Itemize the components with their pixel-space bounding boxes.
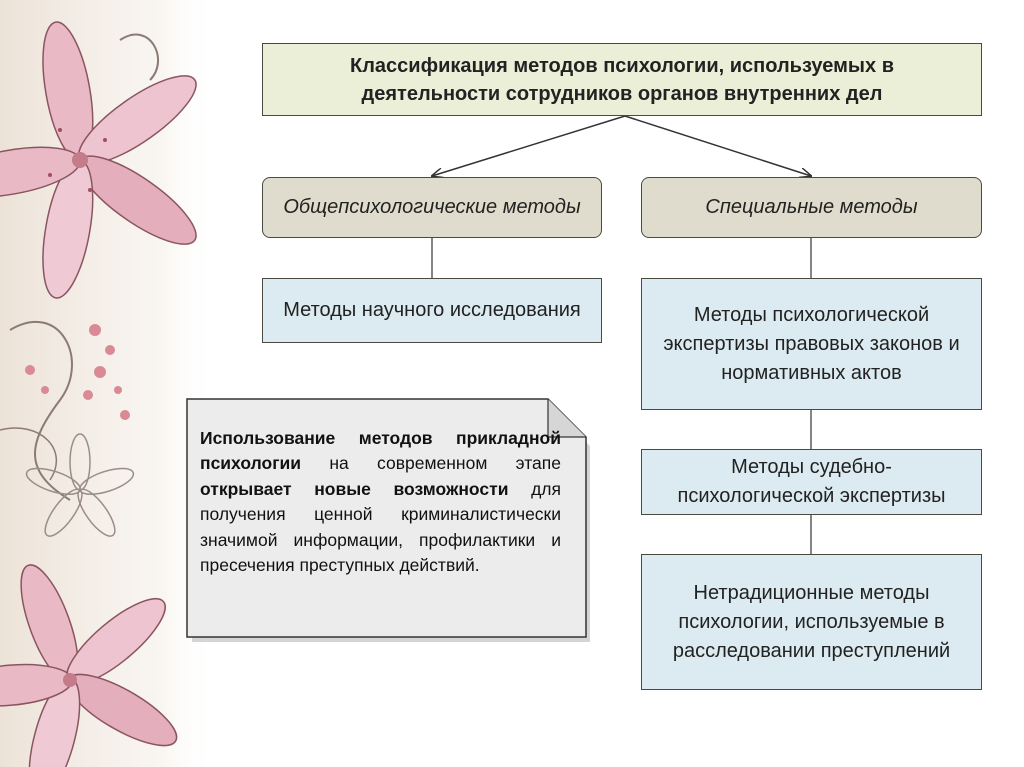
outline-flower-icon xyxy=(25,433,135,537)
category-general-methods: Общепсихологические методы xyxy=(262,177,602,238)
note-text-purpose: для получения ценной криминалистически з… xyxy=(200,478,561,576)
arrow-to-general xyxy=(432,115,626,176)
method-nontraditional: Нетрадиционные методы психологии, исполь… xyxy=(641,554,982,690)
berry-cluster-icon xyxy=(25,324,130,420)
floral-decoration xyxy=(0,0,215,767)
folded-corner-shape xyxy=(186,398,590,642)
note-bold-opens: открывает новые возможности xyxy=(200,478,509,499)
method-legal-acts-expertise: Методы психологической экспертизы правов… xyxy=(641,278,982,410)
note-text-stage: на современном этапе xyxy=(301,453,561,474)
lily-flower-top-icon xyxy=(0,21,197,299)
method-scientific-research: Методы научного исследования xyxy=(262,278,602,343)
arrow-to-special xyxy=(624,115,811,176)
note-callout: Использование методов прикладной психоло… xyxy=(186,398,592,644)
diagram-title: Классификация методов психологии, исполь… xyxy=(262,43,982,116)
lily-flower-bottom-icon xyxy=(0,564,178,767)
method-forensic-expertise: Методы судебно-психологической экспертиз… xyxy=(641,449,982,515)
note-bold-usage: Использование методов прикладной психоло… xyxy=(200,428,561,474)
note-text: Использование методов прикладной психоло… xyxy=(200,426,561,578)
category-special-methods: Специальные методы xyxy=(641,177,982,238)
